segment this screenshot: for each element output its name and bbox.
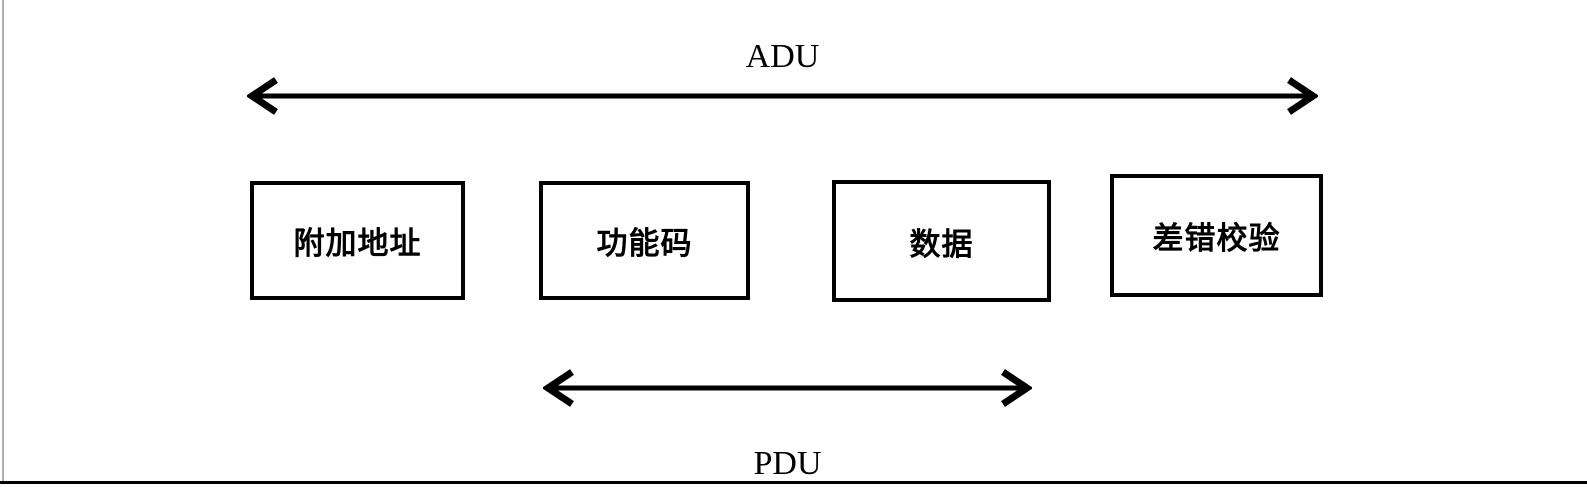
pdu-double-arrow: [541, 366, 1034, 415]
field-box-additional-address: 附加地址: [250, 181, 465, 300]
field-box-data: 数据: [832, 180, 1051, 302]
double-arrow-icon: [541, 369, 1034, 407]
page-left-edge-line: [2, 0, 4, 482]
adu-double-arrow: [245, 74, 1320, 123]
page-bottom-rule: [0, 481, 1587, 484]
double-arrow-icon: [245, 77, 1320, 115]
pdu-span-label: PDU: [753, 445, 822, 482]
adu-span-label: ADU: [745, 38, 820, 75]
field-box-function-code: 功能码: [539, 181, 750, 300]
field-label-error-check: 差错校验: [1152, 221, 1281, 256]
field-label-function-code: 功能码: [596, 226, 693, 261]
field-box-error-check: 差错校验: [1110, 174, 1323, 297]
field-label-additional-address: 附加地址: [293, 226, 422, 261]
field-label-data: 数据: [909, 226, 974, 262]
